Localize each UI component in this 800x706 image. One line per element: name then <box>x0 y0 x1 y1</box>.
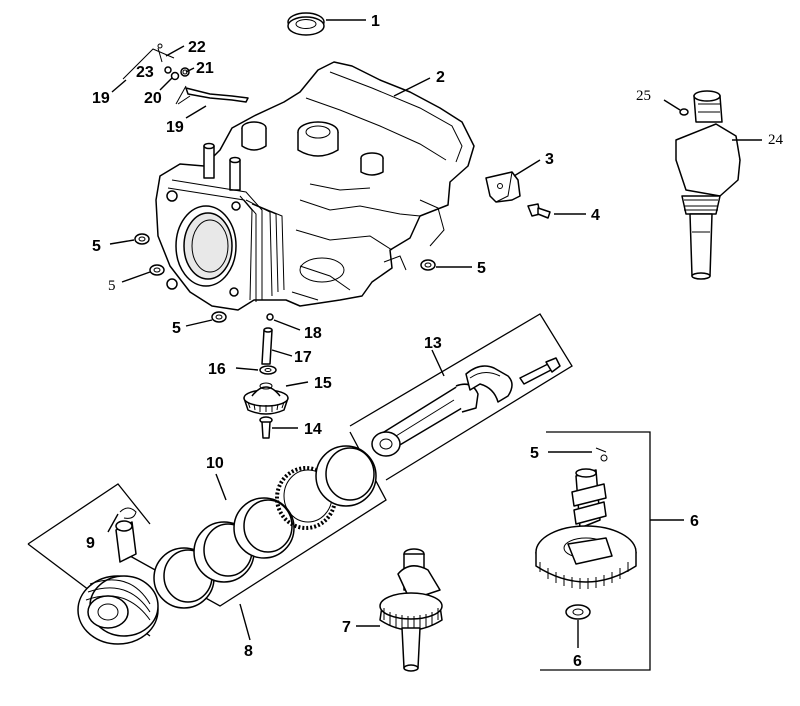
leader-2 <box>393 77 431 97</box>
leader-12 <box>215 473 227 501</box>
frame-6 <box>540 431 651 671</box>
part-dowel-5a <box>134 233 150 245</box>
part-dowel-5b <box>149 264 165 276</box>
callout-20: 21 <box>196 60 214 77</box>
frame-11 <box>27 483 151 545</box>
part-washer-16 <box>259 365 277 375</box>
part-camshaft <box>535 468 637 589</box>
leader-19b <box>185 105 207 119</box>
callout-22: 22 <box>188 39 206 56</box>
leader-13 <box>431 349 445 377</box>
leader-21 <box>159 77 173 91</box>
leader-5d <box>185 319 213 327</box>
callout-3: 3 <box>545 151 554 168</box>
part-governor-gear <box>243 382 289 415</box>
callout-4: 4 <box>591 207 600 224</box>
part-piston-pin <box>115 507 137 563</box>
part-washer-8 <box>565 604 591 620</box>
part-screw-14 <box>259 416 273 439</box>
leader-17 <box>271 349 293 357</box>
leader-20 <box>185 67 195 73</box>
part-dowel-5d <box>211 311 227 323</box>
leader-5a <box>109 239 135 245</box>
callout-5b: 5 <box>108 278 116 294</box>
leader-25 <box>663 99 681 111</box>
callout-11: 9 <box>86 535 95 552</box>
callout-2: 2 <box>436 69 445 86</box>
part-connecting-rod <box>371 357 561 457</box>
leader-5b <box>121 271 151 283</box>
leader-16 <box>235 367 259 371</box>
leader-22 <box>165 45 185 57</box>
callout-13: 13 <box>424 335 442 352</box>
part-balance-shaft <box>379 548 443 672</box>
leader-10 <box>239 603 251 641</box>
callout-17: 17 <box>294 349 312 366</box>
part-piston <box>77 575 159 645</box>
callout-15: 15 <box>314 375 332 392</box>
callout-18: 18 <box>304 325 322 342</box>
callout-10: 8 <box>244 643 253 660</box>
part-dowel-5c <box>420 259 436 271</box>
callout-8: 6 <box>573 653 582 670</box>
callout-5c: 5 <box>477 260 486 277</box>
callout-9: 7 <box>342 619 351 636</box>
part-bracket <box>485 171 521 203</box>
leader-15 <box>285 381 309 387</box>
callout-6: 6 <box>690 513 699 530</box>
leader-3 <box>513 159 541 177</box>
part-cam-pin-7 <box>595 447 608 462</box>
part-piston-rings <box>153 445 377 609</box>
part-crankcase <box>155 61 475 311</box>
callout-25: 25 <box>636 88 651 104</box>
part-governor-shaft <box>261 327 273 365</box>
callout-16: 16 <box>208 361 226 378</box>
leader-11 <box>107 513 119 533</box>
part-key-25 <box>679 108 689 116</box>
callout-5a: 5 <box>92 238 101 255</box>
callout-14: 14 <box>304 421 322 438</box>
callout-7: 5 <box>530 445 539 462</box>
callout-12: 10 <box>206 455 224 472</box>
part-bolt-4 <box>527 203 551 219</box>
leader-18 <box>273 319 301 331</box>
part-crankshaft <box>675 90 741 280</box>
part-pin-18 <box>266 313 274 321</box>
callout-19b: 19 <box>166 119 184 136</box>
callout-23: 23 <box>136 64 154 81</box>
part-oil-seal <box>287 12 325 36</box>
callout-1: 1 <box>371 13 380 30</box>
callout-24: 24 <box>768 132 784 148</box>
leader-19a <box>111 79 127 93</box>
callout-19a: 19 <box>92 90 110 107</box>
callout-5d: 5 <box>172 320 181 337</box>
frame-13 <box>349 313 573 481</box>
callout-21: 20 <box>144 90 162 107</box>
